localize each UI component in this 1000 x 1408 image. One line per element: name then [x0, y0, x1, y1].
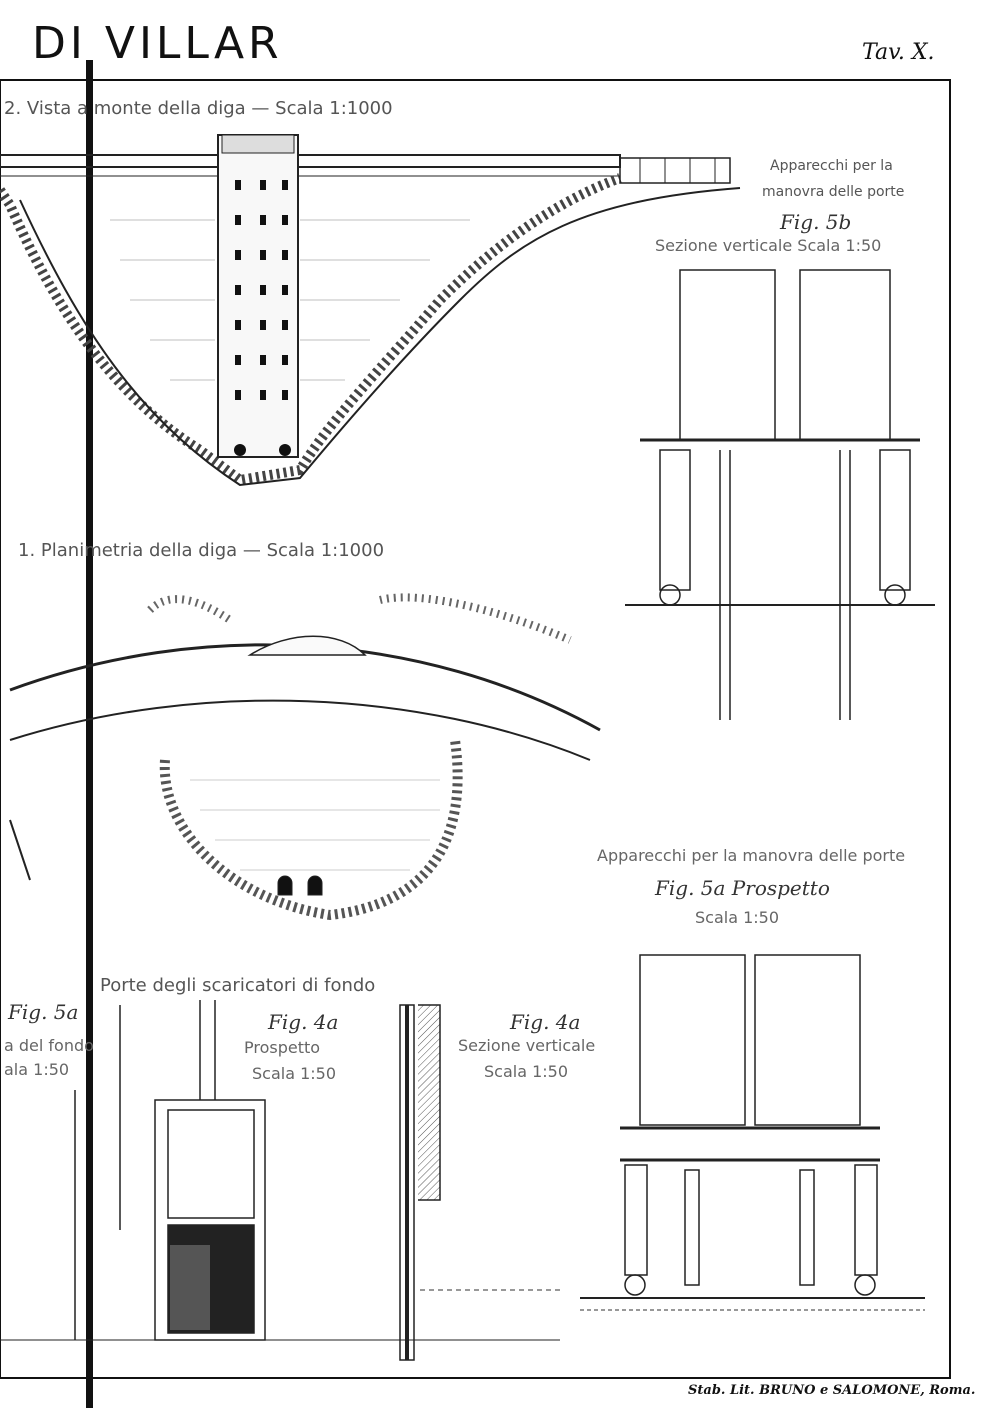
fig5b-subtitle: Sezione verticale Scala 1:50	[655, 236, 882, 255]
printer-credit: Stab. Lit. BRUNO e SALOMONE, Roma.	[688, 1383, 976, 1398]
tower-windows	[234, 180, 291, 456]
fig5-left-sub-2: ala 1:50	[4, 1060, 70, 1079]
gate-elevation	[0, 1000, 560, 1341]
dam-elevation	[0, 134, 741, 487]
plate-title: DI VILLAR	[32, 18, 283, 69]
fig4-section-sub-1: Sezione verticale	[458, 1036, 596, 1055]
gates-title: Porte degli scaricatori di fondo	[100, 975, 376, 996]
fig2-caption: 2. Vista a monte della diga — Scala 1:10…	[4, 98, 393, 119]
fig5a-subtitle: Scala 1:50	[695, 908, 780, 927]
dam-plan	[9, 593, 601, 921]
fig1-caption: 1. Planimetria della diga — Scala 1:1000	[18, 540, 385, 561]
apparatus-top-caption-1: Apparecchi per la	[770, 158, 893, 174]
plate-frame	[0, 79, 951, 1379]
fig5b-label: Fig. 5b	[780, 210, 852, 234]
fig5-left-label: Fig. 5a	[8, 1000, 79, 1024]
fig4-prospetto-label: Fig. 4a	[268, 1010, 339, 1034]
gate-section	[399, 1004, 560, 1361]
fig4-section-label: Fig. 4a	[510, 1010, 581, 1034]
plate-number: Tav. X.	[862, 40, 935, 65]
apparatus-mid-caption: Apparecchi per la manovra delle porte	[597, 846, 906, 865]
fold-line	[86, 60, 93, 1408]
fig5-left-sub-1: a del fondo	[4, 1036, 94, 1055]
fig4-prospetto-sub-2: Scala 1:50	[252, 1064, 337, 1083]
fig5a-label: Fig. 5a Prospetto	[655, 876, 830, 900]
fig4-section-sub-2: Scala 1:50	[484, 1062, 569, 1081]
apparatus-elevation	[580, 954, 925, 1311]
apparatus-top-caption-2: manovra delle porte	[762, 184, 905, 200]
apparatus-section	[625, 269, 935, 720]
fig4-prospetto-sub-1: Prospetto	[244, 1038, 321, 1057]
